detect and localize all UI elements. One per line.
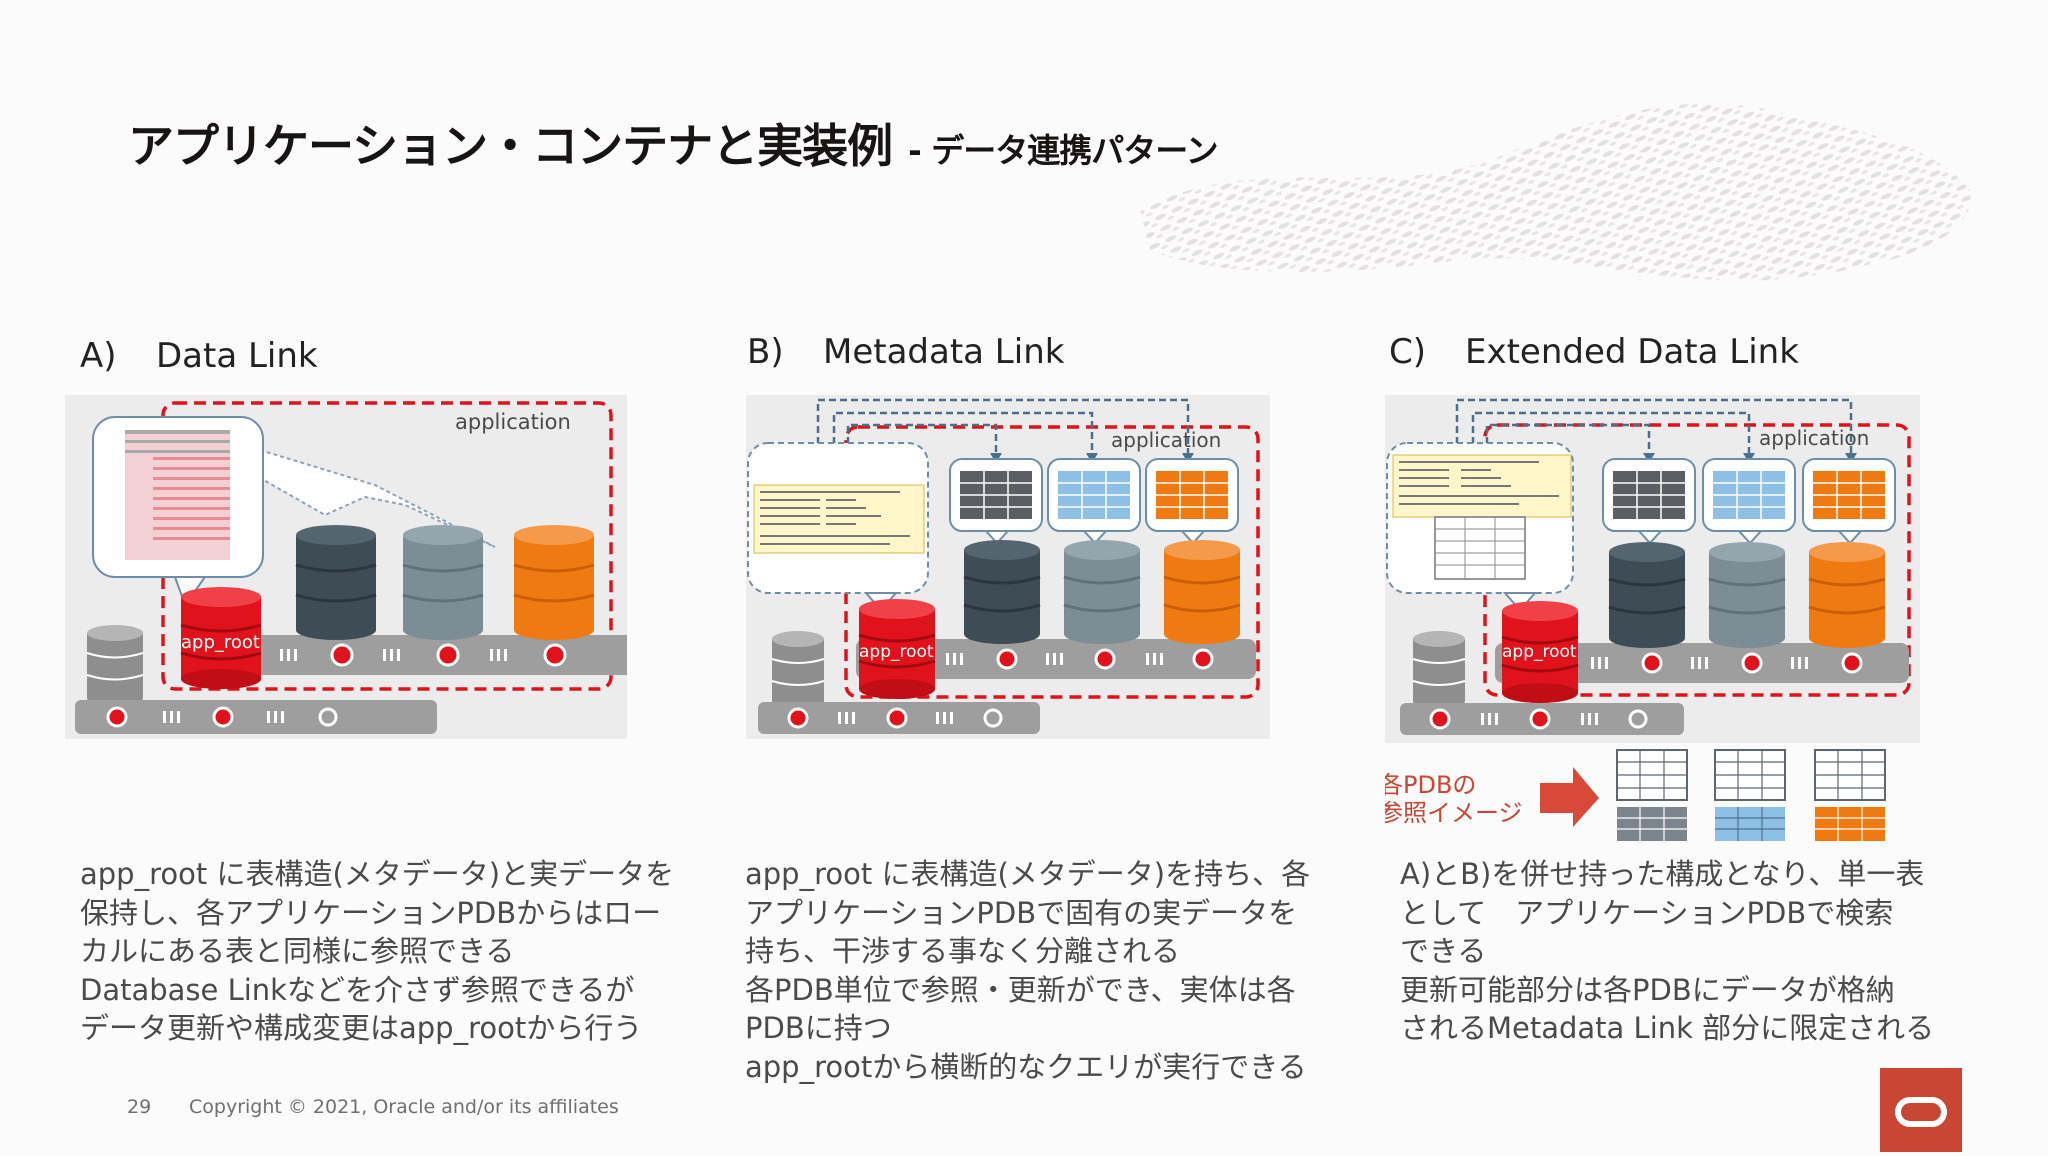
description-line: app_root に表構造(メタデータ)と実データを bbox=[80, 857, 675, 891]
page-number: 29 bbox=[127, 1096, 152, 1118]
page-title: アプリケーション・コンテナと実装例 - データ連携パターン bbox=[128, 110, 1219, 176]
decorative-pattern bbox=[1140, 103, 1971, 281]
description-data-link: app_root に表構造(メタデータ)と実データを 保持し、各アプリケーション… bbox=[80, 855, 674, 1048]
pdb-table-blue bbox=[1714, 749, 1786, 841]
application-label: application bbox=[455, 410, 571, 434]
arrow-right-icon bbox=[1540, 767, 1599, 827]
description-line: できる bbox=[1400, 934, 1487, 968]
heading-metadata-link: B) Metadata Link bbox=[747, 332, 1064, 372]
heading-letter: C) bbox=[1389, 332, 1427, 372]
description-line: Database Linkなどを介さず参照できるが bbox=[80, 972, 635, 1007]
description-line: 保持し、各アプリケーションPDBからはロー bbox=[80, 895, 662, 930]
description-line: アプリケーションPDBで固有の実データを bbox=[745, 895, 1298, 930]
description-line: カルにある表と同様に参照できる bbox=[80, 934, 515, 968]
application-label: application bbox=[1111, 428, 1221, 452]
reference-image-label: 参照イメージ bbox=[1385, 799, 1523, 827]
description-line: 持ち、干渉する事なく分離される bbox=[745, 934, 1181, 968]
title-main: アプリケーション・コンテナと実装例 bbox=[128, 119, 893, 173]
description-line: A)とB)を併せ持った構成となり、単一表 bbox=[1400, 857, 1925, 891]
description-line: データ更新や構成変更はapp_rootから行う bbox=[80, 1011, 643, 1045]
heading-letter: A) bbox=[80, 336, 117, 376]
heading-extended-data-link: C) Extended Data Link bbox=[1389, 332, 1799, 372]
pdb-table-orange bbox=[1814, 749, 1886, 841]
description-metadata-link: app_root に表構造(メタデータ)を持ち、各 アプリケーションPDBで固有… bbox=[745, 855, 1310, 1086]
description-line: app_root に表構造(メタデータ)を持ち、各 bbox=[745, 857, 1311, 891]
description-extended-data-link: A)とB)を併せ持った構成となり、単一表 として アプリケーションPDBで検索 … bbox=[1400, 855, 1934, 1048]
description-line: として アプリケーションPDBで検索 bbox=[1400, 895, 1894, 930]
heading-text: Metadata Link bbox=[823, 332, 1065, 372]
diagram-metadata-link: application bbox=[746, 395, 1270, 739]
copyright-text: Copyright © 2021, Oracle and/or its affi… bbox=[189, 1096, 619, 1118]
oracle-o-icon bbox=[1895, 1097, 1947, 1127]
heading-text: Extended Data Link bbox=[1465, 332, 1799, 372]
oracle-logo bbox=[1880, 1068, 1962, 1152]
description-line: 各PDB単位で参照・更新ができ、実体は各 bbox=[745, 972, 1296, 1007]
app-root-label: app_root bbox=[181, 632, 260, 653]
title-subtitle: - データ連携パターン bbox=[908, 131, 1219, 170]
heading-data-link: A) Data Link bbox=[80, 336, 318, 376]
description-line: されるMetadata Link 部分に限定される bbox=[1400, 1011, 1935, 1045]
description-line: app_rootから横断的なクエリが実行できる bbox=[745, 1049, 1307, 1084]
reference-image-label: 各PDBの bbox=[1385, 771, 1476, 799]
diagram-extended-data-link: application bbox=[1385, 395, 1920, 847]
heading-letter: B) bbox=[747, 332, 784, 372]
app-root-label: app_root bbox=[1502, 642, 1577, 662]
application-label: application bbox=[1759, 426, 1869, 450]
heading-text: Data Link bbox=[156, 336, 318, 376]
description-line: 更新可能部分は各PDBにデータが格納 bbox=[1400, 972, 1895, 1007]
pdb-table-dark bbox=[1616, 749, 1688, 841]
description-line: PDBに持つ bbox=[745, 1011, 892, 1045]
diagram-data-link: application bbox=[65, 395, 627, 739]
app-root-label: app_root bbox=[859, 642, 934, 662]
